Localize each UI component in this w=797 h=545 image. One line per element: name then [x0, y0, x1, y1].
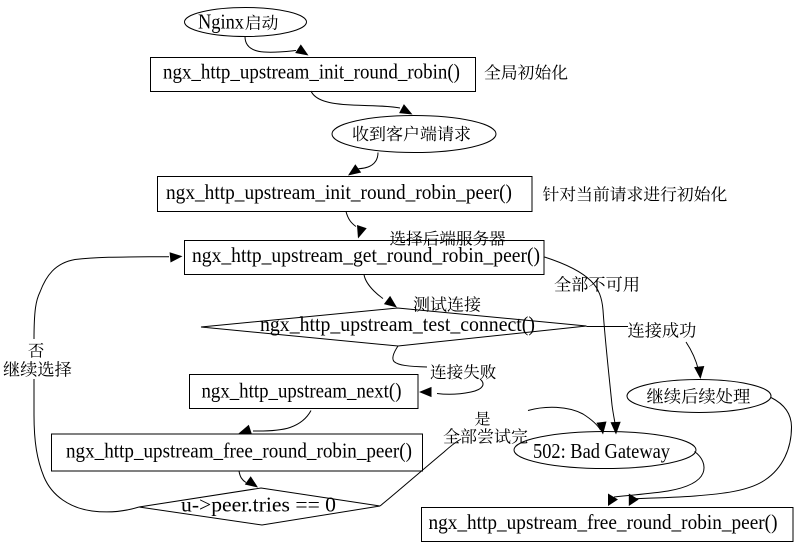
svg-text:Nginx: Nginx: [198, 10, 244, 34]
svg-text:ngx_http_upstream_test_connect: ngx_http_upstream_test_connect(): [260, 313, 535, 336]
svg-text:ngx_http_upstream_free_round_r: ngx_http_upstream_free_round_robin_peer(…: [429, 511, 778, 534]
svg-text:u->peer.tries == 0: u->peer.tries == 0: [181, 493, 336, 517]
svg-text:ngx_http_upstream_init_round_r: ngx_http_upstream_init_round_robin_peer(…: [166, 181, 512, 204]
svg-text:502: Bad Gateway: 502: Bad Gateway: [533, 440, 670, 464]
svg-text:ngx_http_upstream_init_round_r: ngx_http_upstream_init_round_robin(): [163, 61, 460, 84]
svg-text:ngx_http_upstream_free_round_r: ngx_http_upstream_free_round_robin_peer(…: [66, 440, 412, 463]
svg-text:ngx_http_upstream_get_round_ro: ngx_http_upstream_get_round_robin_peer(): [192, 244, 540, 267]
svg-text:ngx_http_upstream_next(): ngx_http_upstream_next(): [202, 379, 402, 402]
